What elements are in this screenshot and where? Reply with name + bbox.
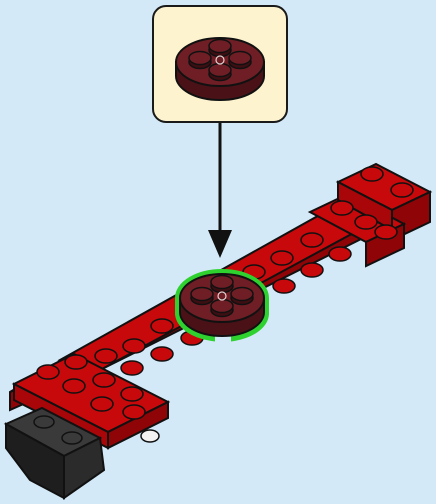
black-slope-part: [3, 406, 160, 500]
placed-round-plate: [175, 269, 269, 342]
callout-studs: [188, 38, 252, 82]
placement-arrow-icon: [208, 123, 232, 258]
plate-studs: [36, 166, 414, 420]
callout-round-plate: [175, 37, 265, 101]
